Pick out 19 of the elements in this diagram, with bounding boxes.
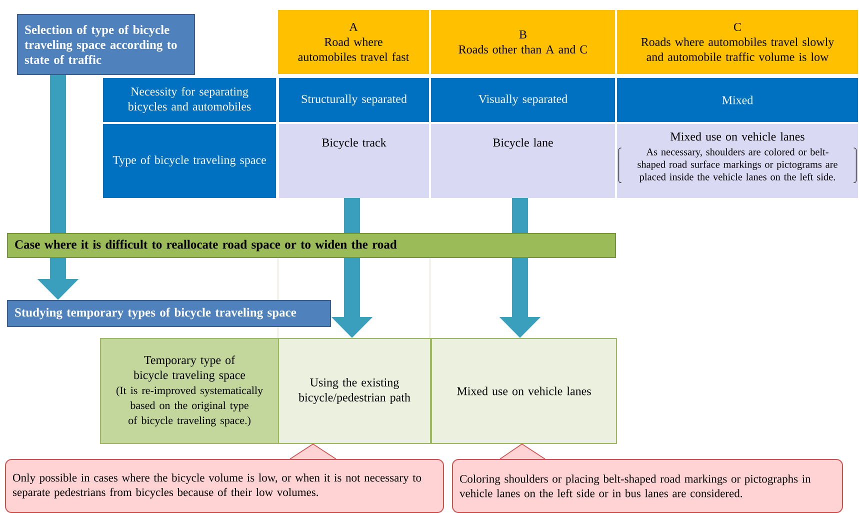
row-header: Temporary type of bicycle traveling space (It is re-improved systematically based on the original type of bicycle traveling space.)	[100, 338, 279, 444]
row-header: Type of bicycle traveling space	[103, 124, 276, 198]
condition-bar: Case where it is difficult to reallocate road space or to widen the road	[7, 233, 616, 258]
table-cell: Mixed	[617, 78, 858, 122]
table-cell: Using the existing bicycle/pedestrian path	[278, 338, 431, 444]
table-cell: Structurally separated	[279, 78, 429, 122]
callout-pointer	[500, 444, 546, 460]
table-cell: Bicycle track	[279, 124, 429, 198]
table-cell: Mixed use on vehicle lanes	[431, 338, 617, 444]
heading-box: Selection of type of bicycle traveling space according to state of traffic	[17, 14, 195, 75]
table-cell: Visually separated	[431, 78, 615, 122]
column-header: B Roads other than A and C	[431, 10, 615, 74]
table-cell: Mixed use on vehicle lanes As necessary, shoulders are colored or belt-shaped road surface markings or pictograms are placed inside the vehicle lanes on the left side.	[617, 124, 858, 198]
callout-pointer	[290, 444, 336, 460]
column-header: A Road where automobiles travel fast	[278, 10, 429, 74]
heading-box: Studying temporary types of bicycle traveling space	[7, 300, 331, 327]
column-header: C Roads where automobiles travel slowly and automobile traffic volume is low	[617, 10, 858, 74]
row-header: Necessity for separating bicycles and automobiles	[103, 78, 276, 122]
table-cell: Bicycle lane	[431, 124, 615, 198]
